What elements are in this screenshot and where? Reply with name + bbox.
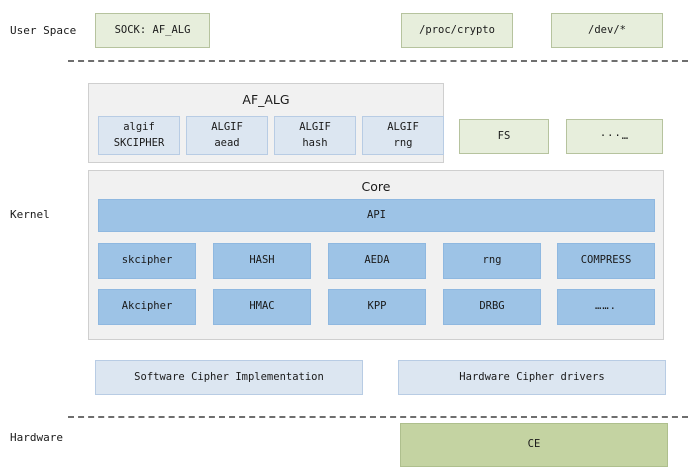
af-alg-module-algif-rng[interactable]: ALGIF rng — [362, 116, 444, 155]
core-algo-aeda[interactable]: AEDA — [328, 243, 426, 279]
hardware-box-ce[interactable]: CE — [400, 423, 668, 467]
af-alg-module-algif-skcipher[interactable]: algif SKCIPHER — [98, 116, 180, 155]
core-algo-hmac[interactable]: HMAC — [213, 289, 311, 325]
layer-label-hardware: Hardware — [10, 431, 63, 444]
divider-user-kernel — [68, 60, 688, 62]
core-algo-others[interactable]: ……. — [557, 289, 655, 325]
user-space-box-sock-af-alg[interactable]: SOCK: AF_ALG — [95, 13, 210, 48]
core-algo-akcipher[interactable]: Akcipher — [98, 289, 196, 325]
core-algo-drbg[interactable]: DRBG — [443, 289, 541, 325]
kernel-box-fs[interactable]: FS — [459, 119, 549, 154]
core-algo-kpp[interactable]: KPP — [328, 289, 426, 325]
core-algo-hash[interactable]: HASH — [213, 243, 311, 279]
core-algo-skcipher[interactable]: skcipher — [98, 243, 196, 279]
af-alg-title: AF_ALG — [242, 92, 290, 107]
core-container: Core API skcipher HASH AEDA rng COMPRESS… — [88, 170, 664, 340]
af-alg-module-algif-aead[interactable]: ALGIF aead — [186, 116, 268, 155]
layer-label-user-space: User Space — [10, 24, 77, 37]
core-algo-compress[interactable]: COMPRESS — [557, 243, 655, 279]
af-alg-container: AF_ALG algif SKCIPHER ALGIF aead ALGIF h… — [88, 83, 444, 163]
layer-label-kernel: Kernel — [10, 208, 50, 221]
core-title: Core — [361, 179, 391, 194]
impl-box-hardware-cipher-drivers[interactable]: Hardware Cipher drivers — [398, 360, 666, 395]
user-space-box-proc-crypto[interactable]: /proc/crypto — [401, 13, 513, 48]
kernel-box-others[interactable]: ···… — [566, 119, 663, 154]
core-api-bar[interactable]: API — [98, 199, 655, 232]
af-alg-module-algif-hash[interactable]: ALGIF hash — [274, 116, 356, 155]
divider-kernel-hardware — [68, 416, 688, 418]
user-space-box-dev[interactable]: /dev/* — [551, 13, 663, 48]
core-algo-rng[interactable]: rng — [443, 243, 541, 279]
impl-box-software-cipher[interactable]: Software Cipher Implementation — [95, 360, 363, 395]
